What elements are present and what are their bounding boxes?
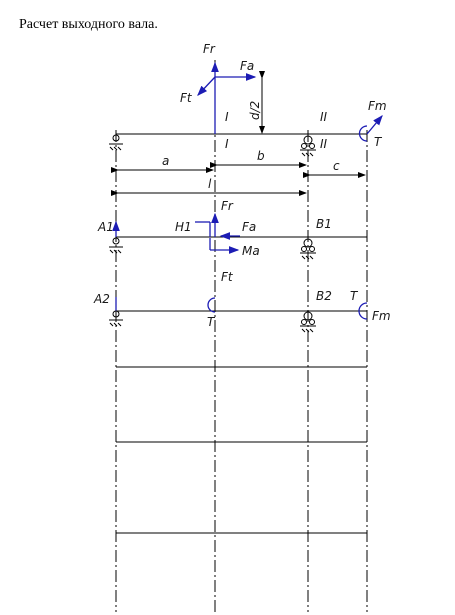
label-fm-top: Fm [368, 99, 387, 113]
label-fm-low: Fm [372, 309, 391, 323]
support-b-mid [300, 238, 316, 260]
label-a2: A2 [93, 292, 110, 306]
label-section-ii-2: II [320, 137, 328, 151]
label-t-gear: T [207, 315, 216, 329]
label-b2: B2 [316, 289, 332, 303]
label-c: c [333, 159, 340, 173]
support-a-top [109, 134, 123, 151]
support-b-low [300, 311, 316, 333]
label-fa-top: Fa [240, 59, 254, 73]
torque-t-end [358, 302, 368, 320]
label-section-i-1: I [225, 110, 229, 124]
torque-t-gear [207, 297, 216, 313]
label-l: l [208, 177, 212, 191]
label-fr-top: Fr [203, 42, 216, 56]
label-b: b [257, 149, 265, 163]
label-h1: H1 [175, 220, 192, 234]
force-fm-top [366, 115, 383, 135]
force-ft-top [197, 76, 216, 96]
support-a-low [109, 310, 123, 327]
torque-t-top [358, 125, 368, 142]
label-section-ii-1: II [320, 110, 328, 124]
support-b-top [300, 135, 316, 157]
label-ft-low: Ft [221, 270, 234, 284]
label-ma: Ma [242, 244, 260, 258]
label-a: a [162, 154, 169, 168]
label-fr-mid: Fr [221, 199, 234, 213]
label-section-i-2: I [225, 137, 229, 151]
label-a1: A1 [97, 220, 114, 234]
label-t-end: T [350, 289, 359, 303]
label-ft-top: Ft [180, 91, 193, 105]
label-t-top: T [374, 135, 383, 149]
label-fa-mid: Fa [242, 220, 256, 234]
label-b1: B1 [316, 217, 332, 231]
support-a-mid [109, 237, 123, 254]
page-title: Расчет выходного вала. [19, 17, 158, 32]
label-d2: d/2 [248, 101, 262, 120]
